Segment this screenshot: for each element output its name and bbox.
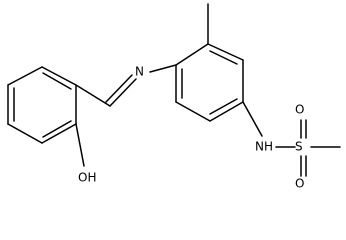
bond-n-ring [149,64,177,73]
double-bond-inner [209,98,238,115]
bond [175,43,209,66]
amide-nh-label: NH [255,140,273,154]
toluene-ring [175,43,244,122]
oxygen-top-label: O [295,103,304,117]
bond [207,43,244,61]
bond [209,101,244,122]
bond [41,123,77,144]
imine-double-bond-a [109,78,137,107]
imine-double-bond-b [105,74,133,103]
phenol-ring [7,66,77,144]
bond-ring-ch [75,84,111,107]
hydroxyl-label: OH [78,171,96,185]
double-bond-inner [42,120,72,138]
chemical-structure: OH N NH S O O [7,3,341,191]
bond [41,66,77,86]
oxygen-bottom-label: O [295,177,304,191]
bond-ring-nh [242,101,263,137]
bond-c-oh [75,123,85,167]
double-bond-inner [42,72,72,90]
bond [7,66,43,86]
double-bond-inner [209,50,238,65]
imine-n-label: N [135,65,144,79]
bond [7,123,43,144]
bond [175,101,211,122]
sulfur-label: S [295,140,303,154]
